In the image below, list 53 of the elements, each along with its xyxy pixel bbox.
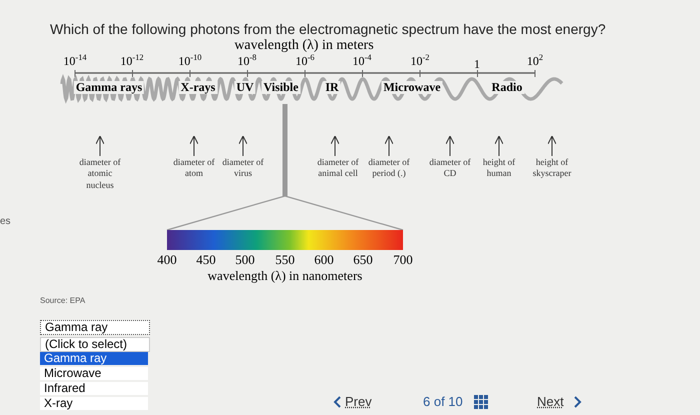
band-label: X-rays xyxy=(178,81,218,94)
dropdown-option: Gamma ray xyxy=(40,352,148,366)
scale-number: 600 xyxy=(314,253,334,268)
scale-number: 400 xyxy=(157,253,177,268)
page-counter: 6 of 10 xyxy=(423,395,463,410)
source-note: Source: EPA xyxy=(40,297,86,306)
prev-link: Prev xyxy=(345,395,372,410)
arrow xyxy=(238,136,248,156)
band-label: Radio xyxy=(490,81,524,94)
dropdown-option: X-ray xyxy=(40,397,148,410)
axis-title: wavelength (λ) in nanometers xyxy=(208,269,362,284)
tick-label: 10$^{-6}$ xyxy=(296,55,314,68)
arrow xyxy=(384,136,394,156)
tick-label: 10$^{-12}$ xyxy=(120,55,144,68)
scale-example-text: diameter of atom xyxy=(171,157,217,180)
arrow xyxy=(446,136,454,156)
scale-example-text: height of human xyxy=(476,157,522,180)
scale-example-text: diameter of virus xyxy=(220,157,266,180)
arrow xyxy=(548,136,556,156)
scale-number: 650 xyxy=(353,253,373,268)
scale-example-text: diameter of CD xyxy=(427,157,473,180)
scale-number: 500 xyxy=(235,253,255,268)
band-label: Gamma rays xyxy=(74,81,144,94)
scale-number: 450 xyxy=(196,253,216,268)
band-label: IR xyxy=(323,81,341,94)
dropdown-select: Gamma ray xyxy=(40,320,150,336)
tick-label: 10$^{-10}$ xyxy=(178,55,202,68)
arrow xyxy=(96,136,104,156)
band-label: Microwave xyxy=(381,81,443,94)
band-label: UV xyxy=(234,81,256,94)
arrow xyxy=(494,136,504,156)
tick-label: 10$^{-8}$ xyxy=(238,55,256,68)
scale-example-text: height of skyscraper xyxy=(529,157,575,180)
question-text: Which of the following photons from the electromagnetic spectrum have the most energy? xyxy=(50,22,606,38)
tick-label: 1 xyxy=(474,58,480,72)
dropdown-option: (Click to select) xyxy=(40,337,150,352)
scale-example-text: diameter of atomic nucleus xyxy=(77,157,123,191)
arrow xyxy=(330,136,340,156)
axis-title: wavelength (λ) in meters xyxy=(234,38,374,54)
band-label: Visible xyxy=(262,81,300,94)
scale-example-text: diameter of period (.) xyxy=(366,157,412,180)
tick-label: 10$^{2}$ xyxy=(526,55,544,68)
cut-off-text: es xyxy=(0,216,11,227)
next-link: Next xyxy=(537,395,564,410)
dropdown-option: Microwave xyxy=(40,367,148,380)
scale-example-text: diameter of animal cell xyxy=(315,157,361,180)
tick-label: 10$^{-4}$ xyxy=(352,55,372,68)
scale-number: 700 xyxy=(393,253,413,268)
dropdown-option: Infrared xyxy=(40,382,148,396)
tick-label: 10$^{-2}$ xyxy=(410,55,430,68)
scale-number: 550 xyxy=(275,253,295,268)
arrow xyxy=(190,136,198,156)
tick-label: 10$^{-14}$ xyxy=(63,55,87,68)
